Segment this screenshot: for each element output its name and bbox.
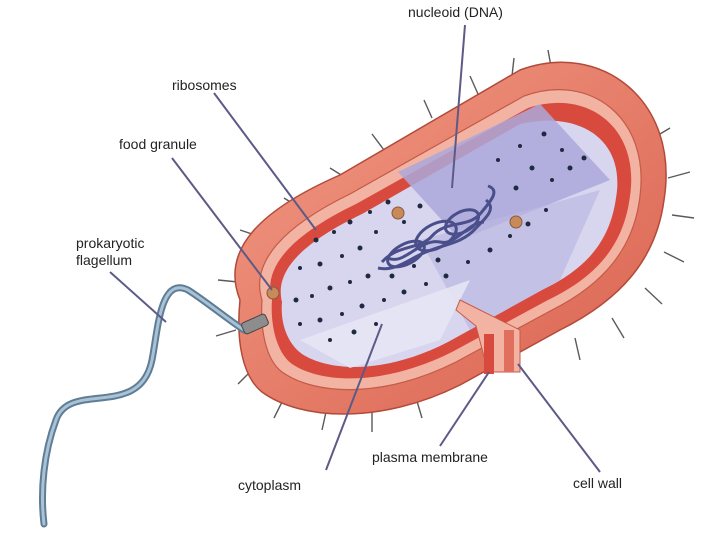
nucleoid-dna: [377, 184, 496, 271]
leader-lines: [109, 24, 601, 473]
label-cell-wall: cell wall: [573, 475, 623, 491]
leader-cytoplasm: [325, 323, 383, 471]
label-cytoplasm: cytoplasm: [238, 477, 302, 493]
food-granules: [266, 206, 523, 300]
leader-plasma-membrane: [439, 371, 490, 447]
flagellum: [39, 284, 269, 528]
leader-nucleoid: [451, 24, 466, 189]
flagellum-hook: [241, 313, 269, 335]
leader-ribosomes: [213, 92, 317, 231]
ribosomes: [293, 131, 587, 342]
label-plasma-membrane: plasma membrane: [372, 449, 488, 465]
label-ribosomes: ribosomes: [172, 77, 237, 93]
leader-food-granule: [171, 157, 273, 291]
pili: [215, 49, 695, 432]
leader-cell-wall: [517, 363, 601, 473]
label-food-granule: food granule: [119, 136, 197, 152]
label-flagellum: prokaryotic flagellum: [76, 235, 145, 268]
leader-flagellum: [109, 271, 167, 323]
label-nucleoid: nucleoid (DNA): [408, 4, 503, 20]
